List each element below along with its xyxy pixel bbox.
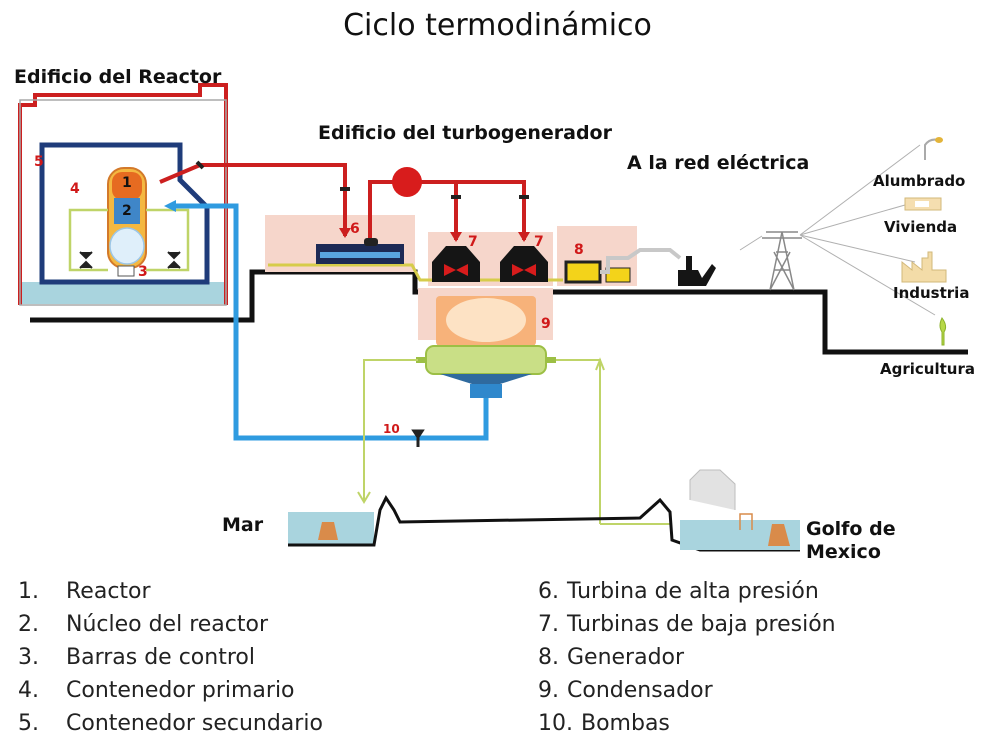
ground-line — [30, 269, 968, 355]
recirculation-pump-right — [167, 251, 181, 269]
reactor-building — [18, 83, 228, 306]
consumer-lighting: Alumbrado — [873, 172, 966, 190]
discharge-arrowhead — [357, 491, 371, 504]
marker-1: 1 — [122, 175, 132, 191]
feedwater-arrowhead — [164, 200, 176, 212]
gulf-label-line1: Golfo de — [806, 518, 896, 540]
grid-label: A la red eléctrica — [627, 152, 810, 174]
marker-5: 5 — [34, 154, 44, 170]
turbine-building-label: Edificio del turbogenerador — [318, 122, 612, 144]
sea-discharge — [288, 495, 800, 552]
transformer-bushing — [686, 256, 692, 270]
steam-valves — [195, 160, 529, 199]
hp-turbine-inlet — [364, 238, 378, 246]
marker-8: 8 — [574, 242, 584, 258]
intake-arrowhead — [595, 357, 605, 371]
discharge-structure — [318, 522, 338, 540]
legend-left: 1.Reactor 2.Núcleo del reactor 3.Barras … — [18, 575, 323, 740]
legend-item: 6.Turbina de alta presión — [538, 579, 819, 604]
legend-item: 8.Generador — [538, 645, 685, 670]
condenser-steam-space — [446, 298, 526, 342]
exciter — [605, 267, 631, 283]
legend-item: 9.Condensador — [538, 678, 713, 703]
feedwater-line — [268, 263, 563, 282]
factory-icon — [901, 251, 947, 283]
streetlight-icon — [924, 137, 943, 160]
feedwater-pump — [411, 429, 425, 447]
generator-body — [564, 260, 602, 284]
lp-turbine-1 — [432, 246, 480, 282]
hotwell-outlet — [470, 384, 502, 398]
recirculation-loop-left — [68, 208, 108, 272]
plant-icon — [939, 317, 947, 346]
marker-6: 6 — [350, 221, 360, 237]
secondary-container-wall — [18, 83, 228, 305]
consumer-agriculture: Agricultura — [880, 360, 975, 378]
cooling-water-discharge — [363, 359, 418, 500]
legend-item: 2.Núcleo del reactor — [18, 612, 269, 637]
reactor-dome — [112, 172, 142, 200]
shoreline — [288, 495, 800, 552]
legend-right: 6.Turbina de alta presión 7.Turbinas de … — [538, 575, 836, 740]
consumer-industry: Industria — [893, 284, 970, 302]
reactor-core — [114, 198, 140, 224]
marker-3: 3 — [138, 264, 148, 280]
marker-4: 4 — [70, 181, 80, 197]
lp-turbine-2 — [500, 246, 548, 282]
generator — [564, 248, 682, 284]
recirculation-pump-left — [79, 251, 93, 269]
marker-9: 9 — [541, 316, 551, 332]
legend-item: 1.Reactor — [18, 579, 151, 604]
lp-turbine-2-blades — [512, 264, 536, 276]
condenser-tubes — [425, 345, 547, 375]
reactor-pool — [22, 282, 224, 304]
legend-item: 5.Contenedor secundario — [18, 711, 323, 736]
marker-10: 10 — [383, 422, 400, 436]
hp-turbine — [316, 238, 404, 264]
recirculation-loop-right — [146, 208, 190, 272]
feedwater-return-line — [172, 203, 489, 441]
cooling-water-intake — [556, 359, 601, 524]
marker-7a: 7 — [468, 234, 478, 250]
legend-item: 4.Contenedor primario — [18, 678, 295, 703]
legend-item: 7.Turbinas de baja presión — [538, 612, 836, 637]
transmission-tower — [739, 144, 936, 316]
reactor-building-outline — [19, 99, 227, 306]
legend-item: 10.Bombas — [538, 711, 670, 736]
intake-pump-housing — [739, 513, 753, 530]
gulf-label-line2: Mexico — [806, 541, 881, 563]
consumer-housing: Vivienda — [884, 218, 958, 236]
moisture-separator — [392, 167, 422, 197]
transformer — [678, 256, 716, 286]
steam-to-hp-turbine — [159, 163, 347, 236]
sea-label: Mar — [222, 514, 264, 536]
control-rods — [117, 265, 135, 277]
diagram-title: Ciclo termodinámico — [343, 8, 652, 43]
power-line-out — [600, 248, 682, 274]
lp-turbine-1-blades — [444, 264, 468, 276]
condenser — [416, 296, 556, 398]
condenser-hotwell — [440, 374, 532, 384]
legend-item: 3.Barras de control — [18, 645, 255, 670]
component-markers: 1 2 3 4 5 6 7 7 8 9 10 — [34, 154, 584, 436]
intake-building — [689, 469, 736, 510]
steam-crossover — [368, 180, 526, 240]
hp-turbine-blades — [320, 252, 400, 258]
main-steam-line — [159, 160, 530, 242]
reactor-lower-plenum — [109, 227, 145, 265]
house-icon — [904, 197, 942, 211]
marker-2: 2 — [122, 203, 132, 219]
intake-structure — [768, 524, 790, 546]
reactor-building-label: Edificio del Reactor — [14, 66, 222, 88]
transformer-body — [678, 264, 716, 286]
marker-7b: 7 — [534, 234, 544, 250]
gulf-intake — [680, 469, 800, 550]
